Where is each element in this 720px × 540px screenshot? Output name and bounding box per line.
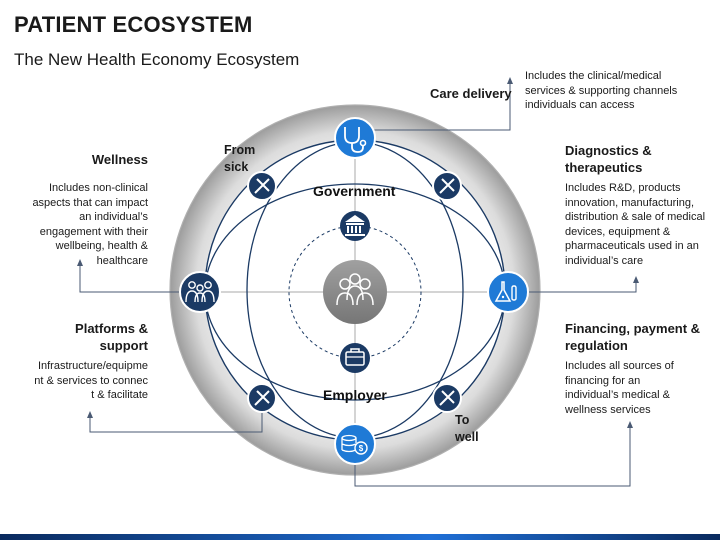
coins-icon: $ bbox=[334, 423, 376, 465]
page-subtitle: The New Health Economy Ecosystem bbox=[14, 50, 300, 69]
page-title: PATIENT ECOSYSTEM bbox=[14, 12, 253, 37]
from-sick-label: From sick bbox=[224, 143, 256, 174]
government-label: Government bbox=[313, 183, 396, 199]
connector-diagnostics bbox=[520, 280, 637, 293]
footer-bar bbox=[0, 534, 720, 540]
platforms-description: Infrastructure/equipment & services to c… bbox=[34, 360, 148, 401]
pencil-ruler-icon bbox=[247, 383, 277, 413]
care-delivery-description: Includes the clinical/medical services &… bbox=[525, 70, 678, 111]
patients-icon bbox=[323, 260, 387, 324]
pencil-ruler-icon bbox=[432, 171, 462, 201]
stethoscope-icon bbox=[334, 117, 376, 159]
flask-icon bbox=[487, 271, 529, 313]
wellness-heading: Wellness bbox=[91, 152, 148, 167]
platforms-heading: Platforms & support bbox=[75, 321, 148, 353]
government-icon bbox=[340, 211, 370, 241]
employer-label: Employer bbox=[323, 387, 387, 403]
connector-wellness bbox=[79, 262, 195, 293]
group-icon bbox=[179, 271, 221, 313]
care-delivery-heading: Care delivery bbox=[430, 86, 512, 101]
pencil-ruler-icon bbox=[247, 171, 277, 201]
svg-text:$: $ bbox=[359, 444, 364, 453]
briefcase-icon bbox=[340, 343, 370, 373]
connector-care-delivery bbox=[370, 80, 511, 131]
diagnostics-heading: Diagnostics & therapeutics bbox=[565, 143, 652, 175]
to-well-label: To well bbox=[455, 413, 479, 444]
wellness-description: Includes non-clinical aspects that can i… bbox=[32, 182, 148, 267]
financing-description: Includes all sources of financing for an… bbox=[565, 360, 674, 416]
financing-heading: Financing, payment & regulation bbox=[565, 321, 701, 353]
pencil-ruler-icon bbox=[432, 383, 462, 413]
connector-financing bbox=[354, 424, 631, 487]
diagnostics-description: Includes R&D, products innovation, manuf… bbox=[565, 182, 706, 267]
connector-platforms bbox=[89, 410, 263, 433]
